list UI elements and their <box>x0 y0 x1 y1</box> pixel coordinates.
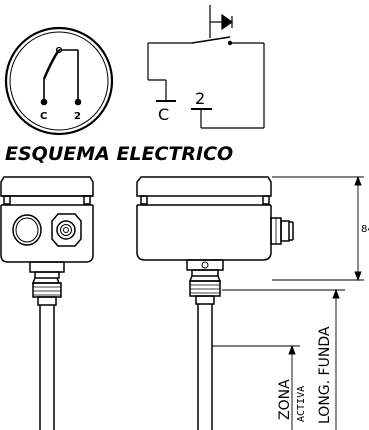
circuit-schematic <box>147 5 265 129</box>
terminal-2-label: 2 <box>74 111 81 122</box>
activa-label: ACTIVA <box>296 386 307 422</box>
terminal-c-label: C <box>40 111 47 122</box>
side-view-head <box>136 176 294 430</box>
front-view-head <box>0 176 94 430</box>
dimension-84-label: 84 <box>361 224 369 235</box>
schematic-title: ESQUEMA ELECTRICO <box>5 143 233 165</box>
contact-c-label: C <box>158 105 169 124</box>
terminal-circle-diagram <box>4 26 114 136</box>
contact-2-label: 2 <box>195 89 205 108</box>
dimension-lines <box>212 175 364 430</box>
zona-label: ZONA <box>277 379 293 420</box>
long-funda-label: LONG. FUNDA <box>317 326 333 424</box>
